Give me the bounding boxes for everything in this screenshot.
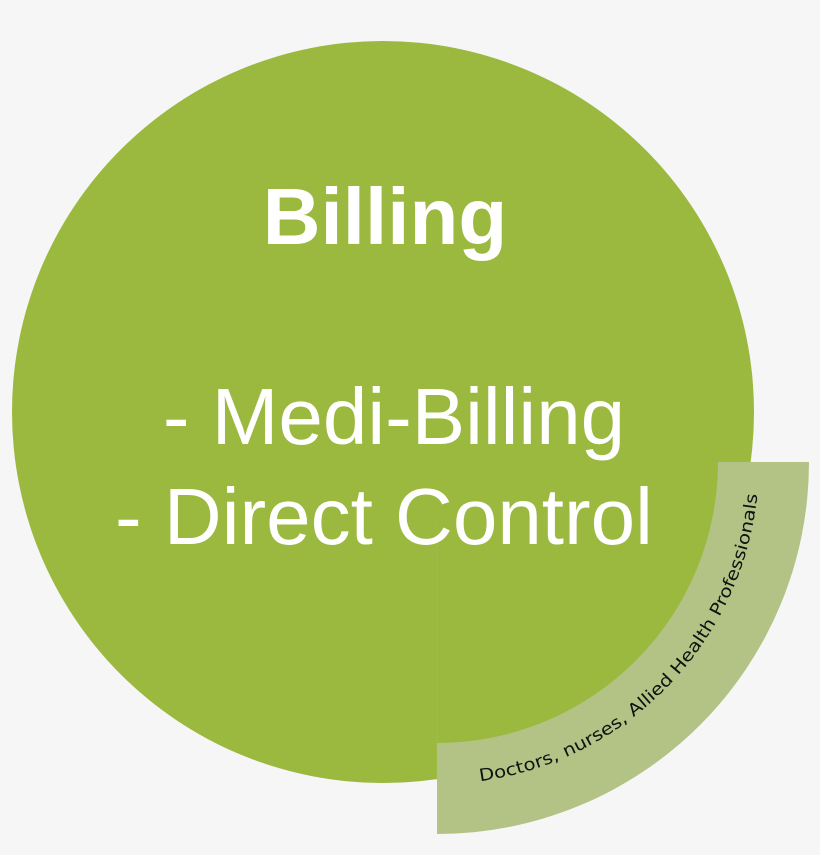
circle-item-medi-billing: - Medi-Billing xyxy=(163,372,625,461)
billing-circle xyxy=(12,41,754,783)
circle-item-direct-control: - Direct Control xyxy=(115,472,653,561)
circle-title: Billing xyxy=(263,172,507,261)
audience-band xyxy=(437,462,809,834)
